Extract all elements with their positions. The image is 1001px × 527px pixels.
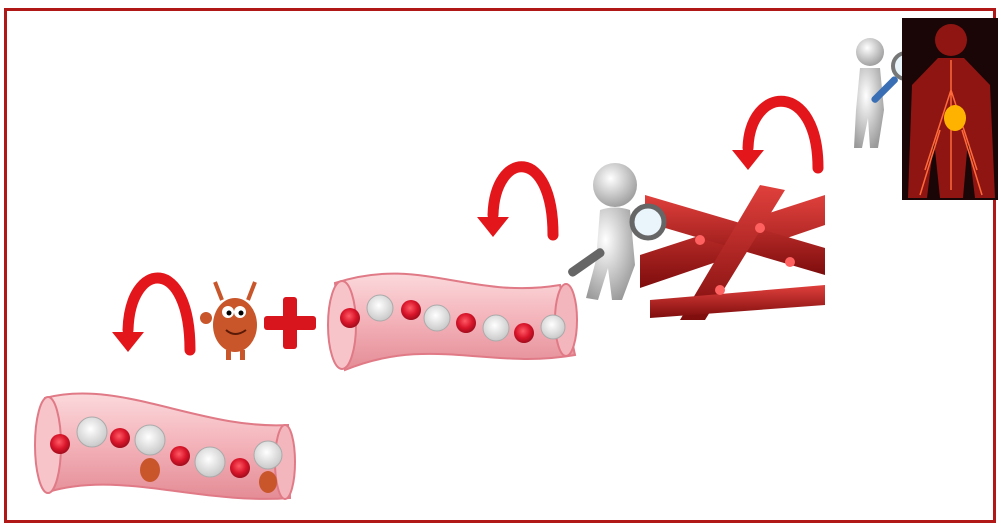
- blood-vessel-with-germs-icon: [35, 393, 295, 499]
- plus-icon: [264, 297, 316, 349]
- bacterium-thumbs-up-icon: [200, 282, 257, 360]
- u-turn-arrow-icon: [112, 278, 190, 352]
- human-circulatory-system-icon: [902, 18, 998, 200]
- u-turn-arrow-icon: [477, 167, 553, 237]
- blood-vessels-icon: [640, 182, 825, 320]
- u-turn-arrow-icon: [732, 101, 818, 170]
- blood-vessel-icon: [328, 274, 577, 370]
